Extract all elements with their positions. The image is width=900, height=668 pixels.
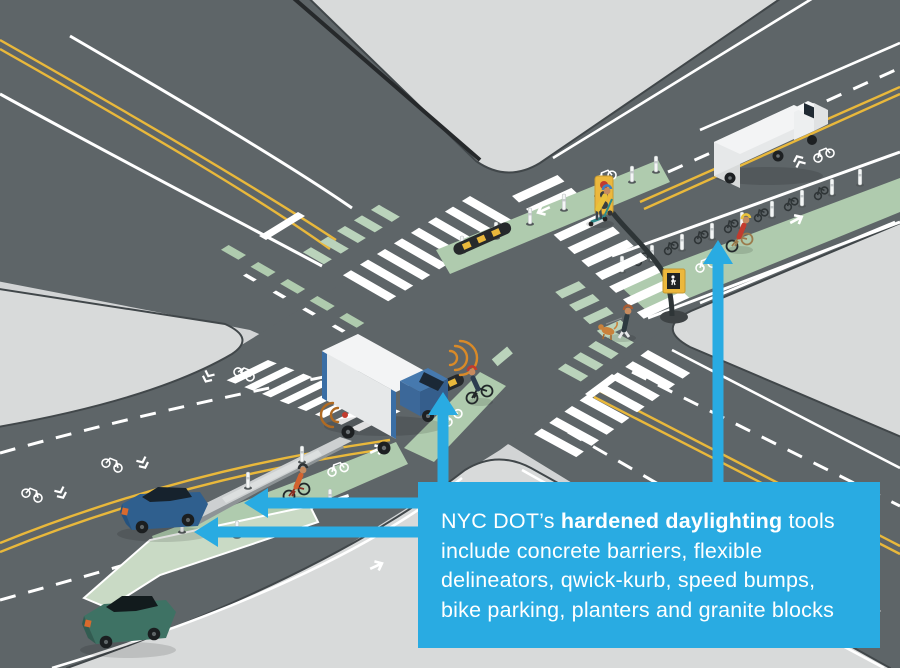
sidewalk-west-corner bbox=[0, 288, 244, 428]
callout-arrows bbox=[194, 240, 733, 547]
dog-icon bbox=[598, 321, 618, 340]
curb-line-nw bbox=[292, 0, 482, 162]
lane-markings-nw bbox=[0, 34, 353, 268]
callout-text-suffix: tools include concrete barriers, flexibl… bbox=[441, 509, 835, 622]
bike-lane-ne bbox=[618, 178, 900, 314]
cyclist-3 bbox=[725, 213, 754, 254]
pedestrian-with-dog bbox=[598, 304, 636, 342]
callout-box: NYC DOT’s hardened daylighting tools inc… bbox=[418, 482, 880, 648]
bike-crossing-dash bbox=[491, 346, 513, 367]
callout-text-prefix: NYC DOT’s bbox=[441, 509, 561, 533]
speed-bump-north bbox=[453, 222, 512, 255]
cyclist bbox=[465, 365, 494, 406]
crosswalk-se bbox=[533, 329, 691, 458]
box-truck bbox=[322, 334, 448, 455]
sedan-blue bbox=[117, 487, 209, 542]
horn-sound-icon bbox=[448, 339, 479, 377]
crosswalk-nw bbox=[302, 196, 516, 302]
sidewalk-north-corner bbox=[309, 0, 781, 174]
box-truck-2 bbox=[713, 101, 828, 188]
horn-sound-icon-rear bbox=[319, 401, 348, 429]
stop-bar-nw bbox=[259, 212, 305, 240]
bike-crossing-nw bbox=[302, 204, 400, 265]
bike-route-dashes-nw bbox=[220, 245, 365, 333]
sedan-green bbox=[80, 596, 176, 658]
callout-text-bold: hardened daylighting bbox=[560, 509, 783, 533]
pedestrian-signal bbox=[662, 268, 686, 294]
scooter-rider bbox=[586, 184, 614, 228]
sidewalk-east-corner bbox=[671, 222, 900, 438]
